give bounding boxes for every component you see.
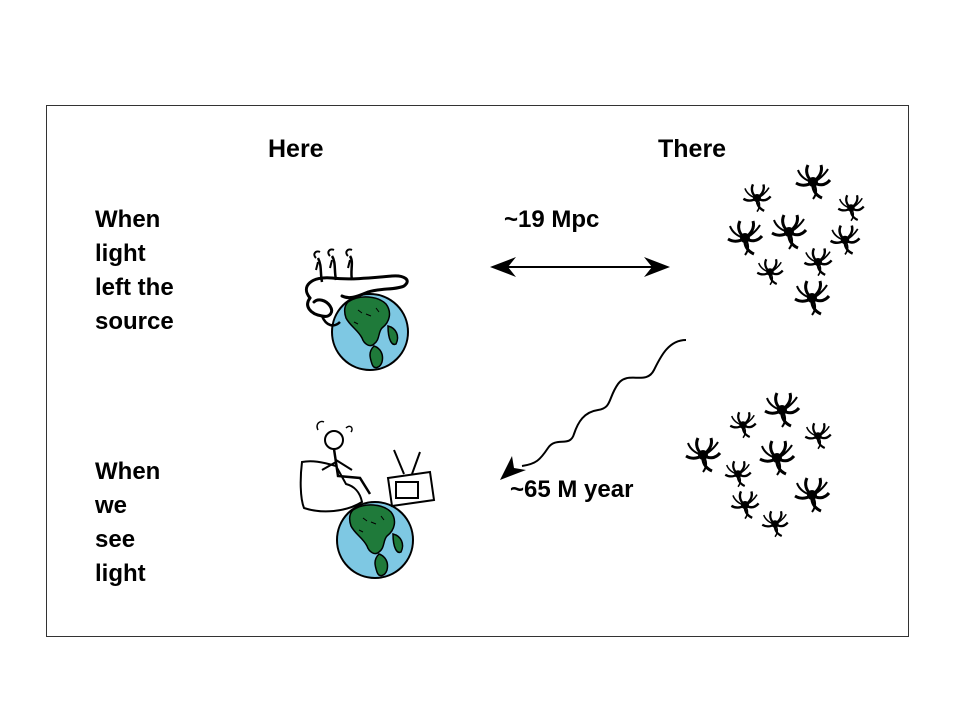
distance-arrow bbox=[490, 257, 670, 277]
row-label-past: When light left the source bbox=[95, 203, 174, 339]
time-label: ~65 M year bbox=[510, 476, 634, 503]
galaxy-cluster-icon-past bbox=[726, 163, 865, 317]
header-there: There bbox=[658, 135, 727, 163]
diagram-frame bbox=[46, 105, 909, 637]
light-wave-arrow bbox=[500, 339, 687, 480]
dinosaur-on-globe-icon bbox=[304, 248, 409, 371]
person-watching-tv-on-globe-icon bbox=[299, 420, 436, 579]
row-label-present-line: When bbox=[95, 458, 161, 485]
distance-label: ~19 Mpc bbox=[504, 206, 600, 233]
header-here: Here bbox=[268, 135, 324, 163]
row-label-present-line: light bbox=[95, 560, 146, 587]
row-label-past-line: When bbox=[95, 206, 161, 233]
row-label-past-line: source bbox=[95, 308, 174, 335]
row-label-past-line: light bbox=[95, 240, 146, 267]
row-label-present-line: we bbox=[95, 492, 128, 519]
row-label-present: When we see light bbox=[95, 455, 160, 591]
row-label-present-line: see bbox=[95, 526, 136, 553]
galaxy-cluster-icon-present bbox=[684, 391, 832, 538]
row-label-past-line: left the bbox=[95, 274, 174, 301]
